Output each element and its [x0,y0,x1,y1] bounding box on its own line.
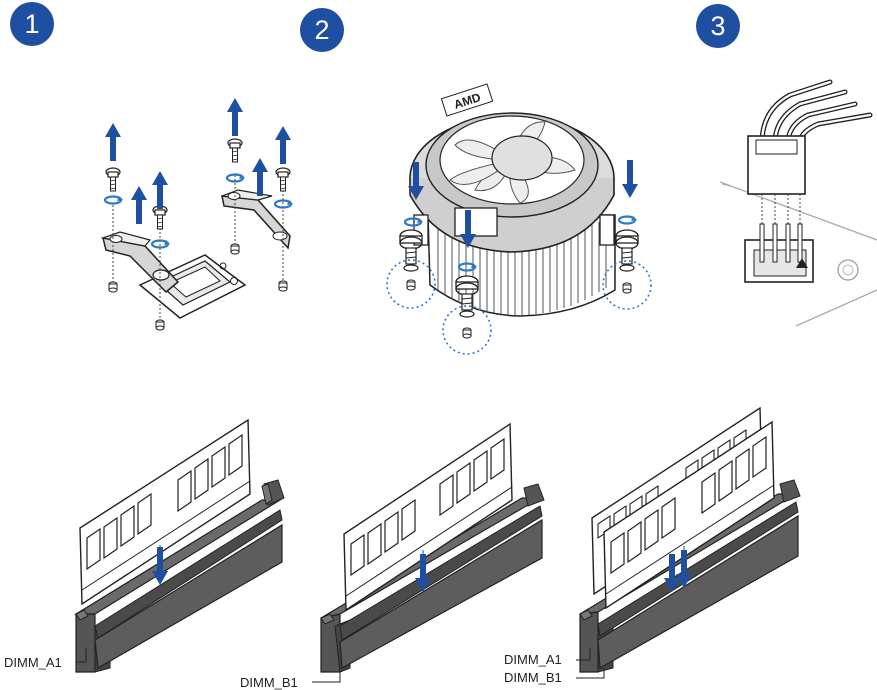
step-3-fan-connector-illustration [720,82,877,326]
step-1-bracket-illustration [103,98,293,330]
cpu-fan-header [745,224,813,282]
right-retention-bracket [222,190,290,248]
dimm-b1-label-dual: DIMM_B1 [504,670,562,685]
dimm-b1-label: DIMM_B1 [240,675,298,690]
fan-shroud: AMD [410,84,614,252]
memory-install-dual [576,408,800,678]
dimm-a1-label-dual: DIMM_A1 [504,652,562,667]
dimm-a1-label: DIMM_A1 [4,655,62,670]
mounting-hole [838,260,858,280]
memory-install-dimm-b1 [312,424,544,682]
memory-install-dimm-a1 [76,420,284,672]
step-2-cooler-illustration: AMD [387,84,651,354]
